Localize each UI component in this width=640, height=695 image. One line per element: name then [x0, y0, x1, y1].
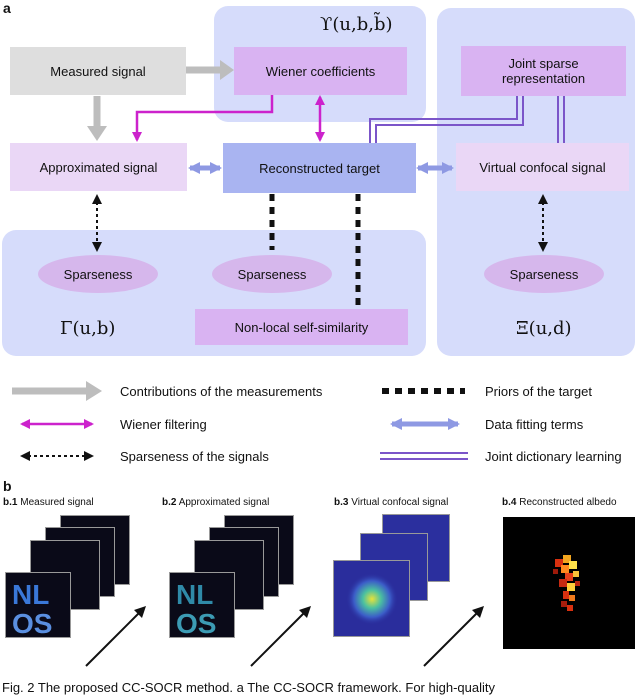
sparseness-ellipse-3: Sparseness: [484, 255, 604, 293]
legend-label-priors: Priors of the target: [485, 384, 592, 399]
legend-gray-head: [86, 381, 102, 401]
b1-letters-top: NL: [12, 579, 49, 610]
legend-label-sparseness: Sparseness of the signals: [120, 449, 269, 464]
b3-arrow: [423, 606, 484, 667]
nonlocal-node: Non-local self-similarity: [195, 309, 408, 345]
approximated-signal-node: Approximated signal: [10, 143, 187, 191]
figure-caption: Fig. 2 The proposed CC-SOCR method. a Th…: [2, 680, 495, 695]
arrow-head-gray-2: [87, 126, 107, 141]
measured-signal-node: Measured signal: [10, 47, 186, 95]
panel-a-label: a: [3, 0, 11, 16]
b1-caption: b.1 Measured signal: [3, 497, 94, 508]
xi-label: Ξ(u,d): [516, 318, 572, 339]
legend-label-contributions: Contributions of the measurements: [120, 384, 323, 399]
reconstructed-target-node: Reconstructed target: [223, 143, 416, 193]
virtual-confocal-node: Virtual confocal signal: [456, 143, 629, 191]
b2-caption: b.2 Approximated signal: [162, 497, 270, 508]
b2-letters-top: NL: [176, 579, 213, 610]
b4-albedo-image: [503, 517, 635, 649]
joint-line-inner: [375, 96, 524, 143]
b2-tile-front: NL OS: [169, 572, 235, 638]
b2-arrow: [250, 606, 311, 667]
b3-tile-front: [333, 560, 410, 637]
joint-sparse-node: Joint sparse representation: [461, 46, 626, 96]
arrow-wiener-approx: [132, 84, 277, 142]
sparseness-ellipse-2: Sparseness: [212, 255, 332, 293]
panel-b-label: b: [3, 478, 12, 494]
joint-line-outer: [369, 96, 518, 143]
legend-label-data-fitting: Data fitting terms: [485, 417, 584, 432]
b1-letters-bottom: OS: [12, 608, 52, 637]
b3-caption: b.3 Virtual confocal signal: [334, 497, 449, 508]
wiener-coefficients-node: Wiener coefficients: [234, 47, 407, 95]
connector-layer: [12, 60, 565, 461]
b4-caption: b.4 Reconstructed albedo: [502, 497, 617, 508]
arrow-head-gray-1: [220, 60, 234, 80]
legend-label-wiener: Wiener filtering: [120, 417, 207, 432]
b2-letters-bottom: OS: [176, 608, 216, 637]
legend-label-joint-dict: Joint dictionary learning: [485, 449, 622, 464]
b1-tile-front: NL OS: [5, 572, 71, 638]
sparseness-ellipse-1: Sparseness: [38, 255, 158, 293]
upsilon-label: ϒ(u,b,b̃): [320, 14, 393, 35]
b1-arrow: [85, 606, 146, 667]
gamma-label: Γ(u,b): [60, 318, 116, 339]
